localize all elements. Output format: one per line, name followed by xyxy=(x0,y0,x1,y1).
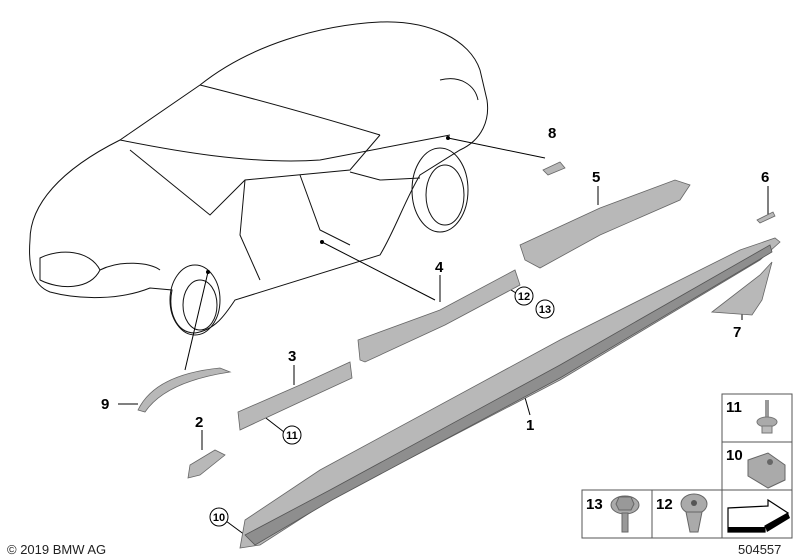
parts xyxy=(137,161,781,549)
car-outline xyxy=(29,21,489,336)
callout-1: 1 xyxy=(526,417,534,434)
callout-5: 5 xyxy=(592,169,600,186)
copyright: © 2019 BMW AG xyxy=(7,542,106,557)
inset-label-12: 12 xyxy=(656,496,673,513)
hex-bolt-icon xyxy=(610,495,640,533)
callouts: 1 2 3 4 5 6 7 8 9 10 11 12 13 xyxy=(101,125,769,527)
plastic-rivet-icon xyxy=(680,493,708,533)
bracket-part-3 xyxy=(237,361,353,431)
inset-label-11: 11 xyxy=(726,399,742,416)
bracket-part-4 xyxy=(357,269,521,363)
trim-part-7 xyxy=(710,261,773,316)
callout-6: 6 xyxy=(761,169,769,186)
callout-7: 7 xyxy=(733,324,741,341)
clip-nut-icon xyxy=(747,452,786,489)
inset-label-13: 13 xyxy=(586,496,603,513)
trim-part-8 xyxy=(542,161,566,176)
expanding-rivet-icon xyxy=(756,400,778,434)
trim-part-9 xyxy=(137,367,232,413)
callout-3: 3 xyxy=(288,348,296,365)
trim-part-6 xyxy=(756,211,776,224)
callout-4: 4 xyxy=(435,259,444,276)
bracket-part-5 xyxy=(519,179,691,269)
circled-callout-11: 11 xyxy=(286,430,298,442)
diagram-number: 504557 xyxy=(738,542,781,557)
inset-label-10: 10 xyxy=(726,447,743,464)
callout-8: 8 xyxy=(548,125,556,142)
circled-callout-13: 13 xyxy=(539,304,551,316)
circled-callout-10: 10 xyxy=(213,512,225,524)
leader-lines xyxy=(118,136,769,536)
callout-9: 9 xyxy=(101,396,109,413)
bracket-part-2 xyxy=(187,449,226,479)
direction-arrow-icon xyxy=(727,498,790,533)
fastener-insets: 11 10 13 12 xyxy=(581,393,793,539)
circled-callout-12: 12 xyxy=(518,291,530,303)
callout-2: 2 xyxy=(195,414,203,431)
